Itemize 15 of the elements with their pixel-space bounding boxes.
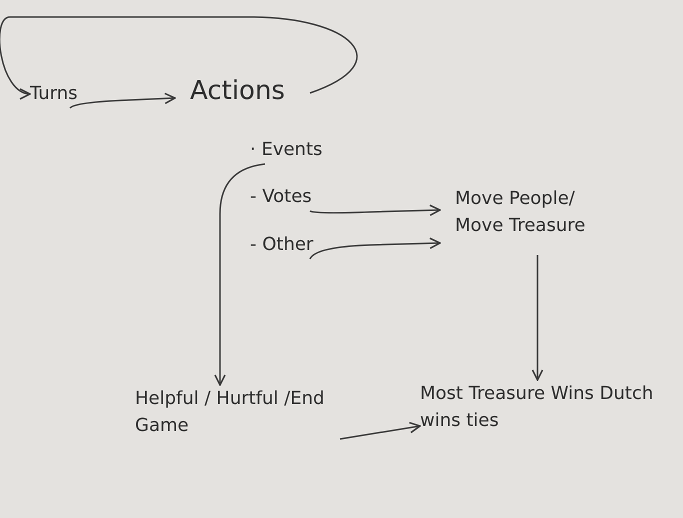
handwritten-text: - Votes <box>250 183 340 210</box>
arrow <box>310 204 441 216</box>
handwritten-text: - Other <box>250 231 340 258</box>
arrow <box>532 255 544 381</box>
handwritten-text: Actions <box>190 72 310 111</box>
handwritten-text: Helpful / Hurtful /End Game <box>135 385 340 439</box>
arrow <box>70 92 176 109</box>
arrow <box>0 16 358 98</box>
arrow <box>309 238 441 260</box>
arrow <box>214 163 266 386</box>
handwritten-text: · Events <box>250 136 360 163</box>
arrow <box>340 422 421 440</box>
handwritten-text: Turns <box>30 80 100 107</box>
handwritten-text: Most Treasure Wins Dutch wins ties <box>420 380 675 434</box>
handwritten-text: Move People/ Move Treasure <box>455 185 620 239</box>
